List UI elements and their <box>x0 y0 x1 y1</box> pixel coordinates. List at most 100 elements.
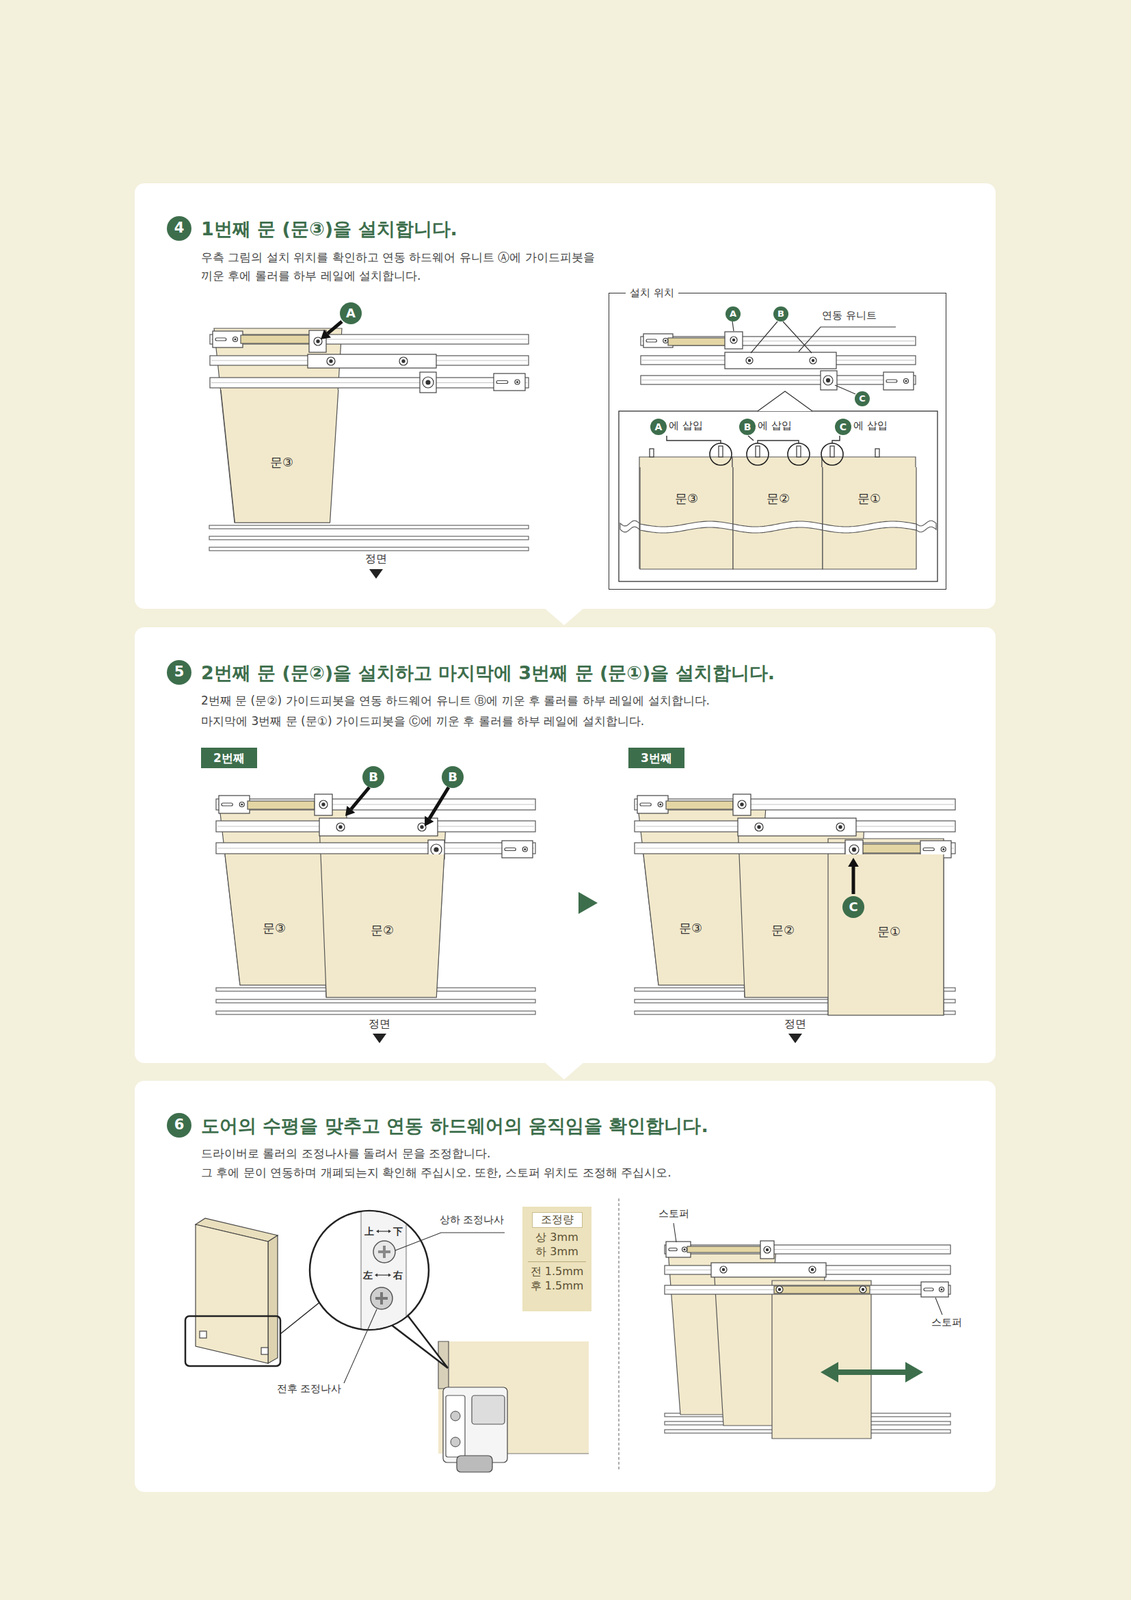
door-label: 문① <box>857 490 881 507</box>
leader-line <box>750 321 778 353</box>
inset-title: 설치 위치 <box>625 286 679 301</box>
pointer-arrow <box>350 787 370 809</box>
text-holder: 문② <box>766 490 790 507</box>
door-fill <box>828 854 944 1015</box>
label-holder: 右 <box>393 1268 403 1281</box>
door-label: 문③ <box>262 919 286 936</box>
callout-letter: B <box>368 768 379 785</box>
screw <box>399 356 408 366</box>
roller-mark <box>261 1347 269 1354</box>
lower-rail <box>209 536 529 540</box>
table-cell: 하 3mm <box>535 1244 578 1259</box>
step-title: 2번째 문 (문②)을 설치하고 마지막에 3번째 문 (문①)을 설치합니다. <box>201 660 775 685</box>
door-label: 문② <box>771 921 795 938</box>
step-body: 우측 그림의 설치 위치를 확인하고 연동 하드웨어 유니트 Ⓐ에 가이드피봇을… <box>201 248 598 286</box>
upper-rail <box>640 336 916 346</box>
screw-head <box>756 824 761 829</box>
hardware-unit <box>724 352 837 369</box>
door-outline <box>220 389 339 523</box>
bracket-slot <box>221 802 233 806</box>
step-panel: 52번째BB문③문②3번째문③문②문①C2번째 문 (문②)을 설치하고 마지막… <box>134 627 996 1063</box>
callout-badge: C <box>842 895 865 918</box>
pointer-arrow-head <box>424 815 434 827</box>
screw <box>336 822 345 831</box>
flow-notch <box>543 1061 585 1080</box>
flow-notch <box>543 607 585 625</box>
screw <box>836 822 845 831</box>
leader-line <box>673 1222 677 1242</box>
label-holder: 정면 <box>365 551 388 567</box>
end-bracket <box>501 840 533 858</box>
label-holder: 에 삽입 <box>853 419 888 433</box>
step-arrow <box>578 891 598 914</box>
hardware-unit <box>319 817 438 836</box>
screw <box>823 375 833 385</box>
leader-line <box>798 326 896 352</box>
break-wave <box>915 520 937 532</box>
door-block-side <box>268 1234 278 1363</box>
text-holder: C <box>854 391 870 407</box>
hardware-unit <box>307 354 437 368</box>
order-tab: 2번째 <box>201 747 258 768</box>
break-wave <box>620 520 640 532</box>
door-label: 문① <box>877 923 901 939</box>
insert-bracket <box>666 435 721 444</box>
screw-head <box>722 1267 726 1272</box>
text-holder: 문① <box>857 490 881 507</box>
guide-pivot <box>718 445 723 457</box>
screw <box>663 338 669 344</box>
screw-head <box>659 802 662 805</box>
tab-label: 3번째 <box>640 750 673 766</box>
end-bracket <box>493 373 526 391</box>
callout-badge: B <box>739 418 756 435</box>
label-holder: 에 삽입 <box>757 419 792 433</box>
door-slider <box>247 800 315 809</box>
step-number: 5 <box>174 662 185 682</box>
door-fill <box>220 389 339 523</box>
screw <box>746 356 753 364</box>
screw-head <box>240 802 243 805</box>
pivot-circle <box>787 443 810 465</box>
door-label: 문③ <box>674 490 699 507</box>
end-bracket <box>218 795 250 814</box>
door-panel: 문③ <box>640 467 734 569</box>
screw <box>939 1286 945 1292</box>
detail-box <box>618 410 938 582</box>
pivot-circle <box>709 443 732 465</box>
door-top <box>732 456 822 569</box>
step-body: 그 후에 문이 연동하며 개폐되는지 확인해 주십시오. 또한, 스토퍼 위치도… <box>201 1163 974 1182</box>
direction-char: 左 <box>363 1268 373 1281</box>
step-number: 6 <box>174 1115 185 1134</box>
end-bracket <box>921 1281 949 1297</box>
leader-line <box>935 1297 943 1315</box>
bracket-slot <box>504 847 516 851</box>
upper-rail <box>640 375 916 385</box>
direction-char: 右 <box>393 1268 403 1281</box>
door-slider <box>668 337 727 346</box>
screw-head <box>664 339 667 342</box>
screw-head <box>732 338 736 342</box>
door-shape <box>822 467 917 569</box>
text-holder: 1번째 문 (문③)을 설치합니다. <box>201 216 458 241</box>
door-outline <box>320 854 445 997</box>
screw <box>239 802 245 807</box>
callout-letter: B <box>777 308 785 321</box>
magnifier-content <box>361 1203 407 1341</box>
part-label: 스토퍼 <box>658 1206 690 1221</box>
step-panel: 4A문③ABCABC문③문②문①설치 위치1번째 문 (문③)을 설치합니다.우… <box>134 183 996 609</box>
move-arrow <box>835 1368 909 1375</box>
adjust-plate <box>361 1203 407 1341</box>
highlight-box <box>185 1315 281 1366</box>
hardware-unit <box>724 331 743 349</box>
door-slider <box>774 1285 870 1294</box>
callout-badge: A <box>650 418 667 435</box>
tab-label: 2번째 <box>213 750 245 766</box>
direction-arrow-head <box>388 1273 392 1277</box>
pointer-arrow-head <box>320 329 331 340</box>
door-slider <box>687 1245 770 1253</box>
upper-rail <box>209 377 529 388</box>
screw-head <box>778 1287 782 1292</box>
step-body: 마지막에 3번째 문 (문①) 가이드피봇을 Ⓒ에 끼운 후 롤러를 하부 레일… <box>201 711 974 731</box>
